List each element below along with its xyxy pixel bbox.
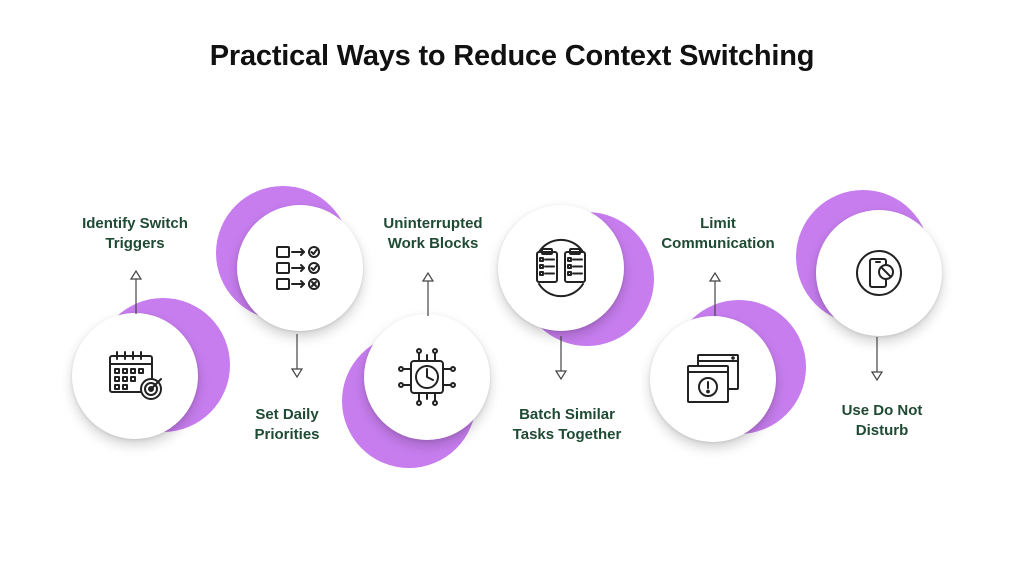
label-line-2: Work Blocks: [387, 235, 479, 252]
label-line-2: Priorities: [254, 426, 320, 443]
connector-arrow-down: [870, 337, 884, 382]
phone-blocked-icon: [855, 249, 903, 297]
label-line-1: Use Do Not: [841, 402, 923, 419]
checklist-priorities-icon: [273, 241, 327, 295]
step-label: Set Daily Priorities: [202, 405, 372, 445]
label-line-2: Triggers: [105, 235, 165, 252]
step-label: Uninterrupted Work Blocks: [348, 214, 518, 254]
step-label: Batch Similar Tasks Together: [482, 405, 652, 445]
icon-circle: [498, 205, 624, 331]
step-label: Identify Switch Triggers: [50, 214, 220, 254]
label-line-2: Tasks Together: [512, 426, 622, 443]
clipboards-cycle-icon: [529, 236, 593, 300]
connector-arrow-up: [129, 269, 143, 314]
icon-circle: [72, 313, 198, 439]
calendar-target-icon: [105, 346, 165, 406]
page-title: Practical Ways to Reduce Context Switchi…: [209, 40, 815, 72]
clock-chip-icon: [397, 347, 457, 407]
label-line-1: Set Daily: [255, 406, 319, 423]
label-line-1: Identify Switch: [82, 215, 188, 232]
label-line-1: Batch Similar: [519, 406, 615, 423]
label-line-2: Communication: [661, 235, 775, 252]
icon-circle: [237, 205, 363, 331]
connector-arrow-up: [421, 271, 435, 316]
icon-circle: [816, 210, 942, 336]
alert-windows-icon: [684, 350, 742, 408]
label-line-2: Disturb: [855, 422, 909, 439]
step-label: Limit Communication: [633, 214, 803, 254]
step-label: Use Do Not Disturb: [797, 401, 967, 441]
icon-circle: [364, 314, 490, 440]
connector-arrow-down: [554, 336, 568, 381]
label-line-1: Uninterrupted: [383, 215, 483, 232]
icon-circle: [650, 316, 776, 442]
label-line-1: Limit: [700, 215, 736, 232]
connector-arrow-down: [290, 334, 304, 379]
connector-arrow-up: [708, 271, 722, 316]
